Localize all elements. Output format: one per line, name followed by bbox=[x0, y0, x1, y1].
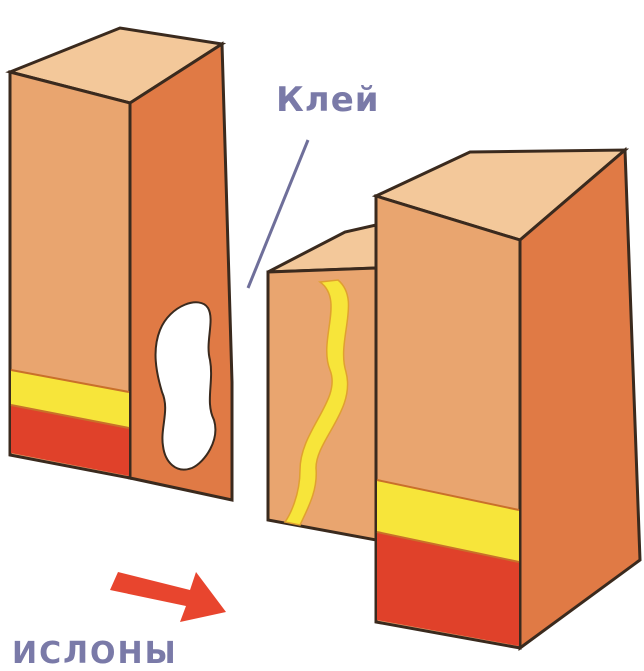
middle-block-front bbox=[268, 268, 376, 540]
move-arrow-icon bbox=[110, 572, 226, 622]
glue-patch bbox=[156, 302, 216, 469]
middle-block-top bbox=[268, 225, 376, 272]
left-block bbox=[10, 28, 232, 500]
right-block bbox=[376, 150, 640, 648]
bottom-caption: ИСЛОНЫ bbox=[12, 636, 178, 671]
right-block-side bbox=[520, 150, 640, 648]
glue-label: Клей bbox=[276, 80, 380, 120]
middle-block bbox=[268, 225, 376, 540]
